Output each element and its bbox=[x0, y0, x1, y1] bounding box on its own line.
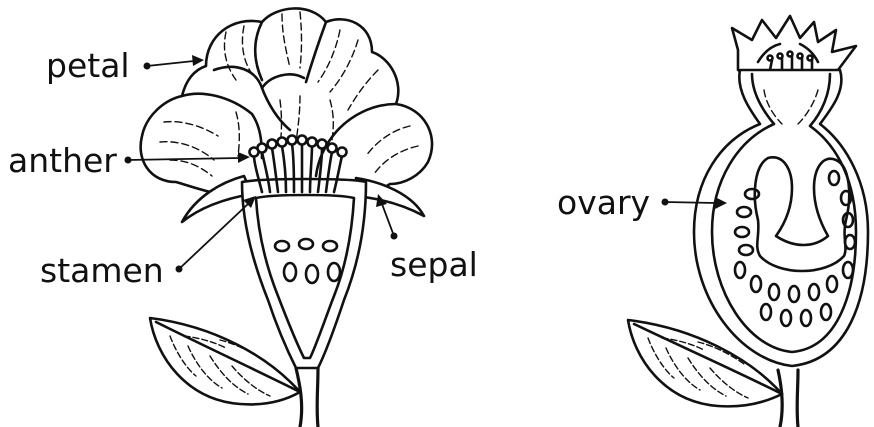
sepal-annotation: sepal bbox=[376, 194, 478, 284]
ovary-label: ovary bbox=[557, 183, 650, 222]
sepal-label: sepal bbox=[390, 245, 478, 284]
petals bbox=[141, 8, 432, 196]
anther-label: anther bbox=[8, 141, 117, 180]
fruit-stem bbox=[778, 370, 798, 427]
flower-illustration bbox=[141, 8, 432, 427]
flower-leaf bbox=[150, 318, 300, 404]
receptacle bbox=[242, 179, 366, 368]
flower-stem bbox=[296, 368, 318, 427]
fruit-crown bbox=[732, 16, 856, 75]
stamen-annotation: stamen bbox=[40, 196, 256, 290]
petal-label: petal bbox=[46, 46, 130, 85]
fruit-body bbox=[694, 70, 868, 366]
stamen-label: stamen bbox=[40, 251, 164, 290]
petal-annotation: petal bbox=[46, 46, 204, 85]
fruit-illustration bbox=[628, 16, 868, 427]
